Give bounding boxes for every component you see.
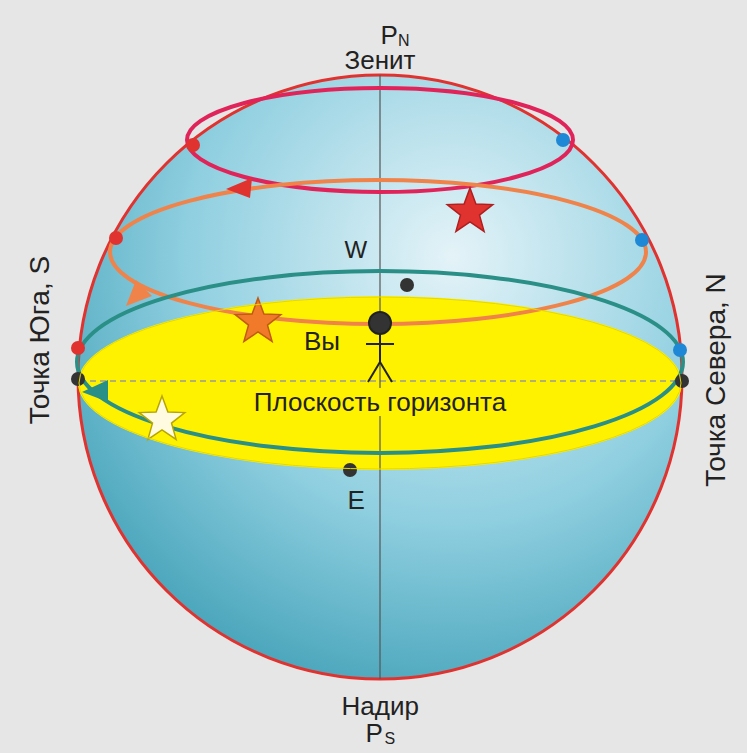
horizon-plane-node: Плоскость горизонта (78, 296, 682, 470)
arrowhead (82, 380, 108, 402)
arrowhead (226, 178, 252, 198)
nadir-label: Надир (342, 693, 419, 719)
pole-letter: P (366, 720, 383, 746)
sphere (78, 75, 682, 679)
dot (186, 138, 200, 152)
west-point (400, 278, 414, 292)
north-point-label: Точка Севера, N (702, 273, 730, 487)
zenith-label: Зенит (345, 47, 416, 73)
dot (71, 372, 85, 386)
pole-subscript: S (385, 731, 396, 747)
axis-line (379, 75, 380, 679)
star-path (110, 180, 646, 324)
equator-path (77, 271, 683, 453)
dot (109, 231, 123, 245)
south-point-label: Точка Юга, S (26, 256, 54, 424)
plane-outline (78, 296, 682, 470)
east-point (343, 463, 357, 477)
circumpolar-path (187, 88, 573, 192)
observer-label: Вы (304, 328, 340, 354)
observer (366, 312, 394, 382)
west-label: W (345, 238, 368, 262)
east-label: E (348, 487, 365, 513)
plane-label: Плоскость горизонта (251, 388, 509, 417)
pole-letter: P (381, 22, 398, 48)
dot (71, 341, 85, 355)
arrowhead (126, 280, 152, 306)
dot (556, 133, 570, 147)
dot (635, 233, 649, 247)
dot (673, 343, 687, 357)
star-symbol (447, 188, 493, 231)
star-symbol (139, 396, 185, 439)
dot (675, 374, 689, 388)
